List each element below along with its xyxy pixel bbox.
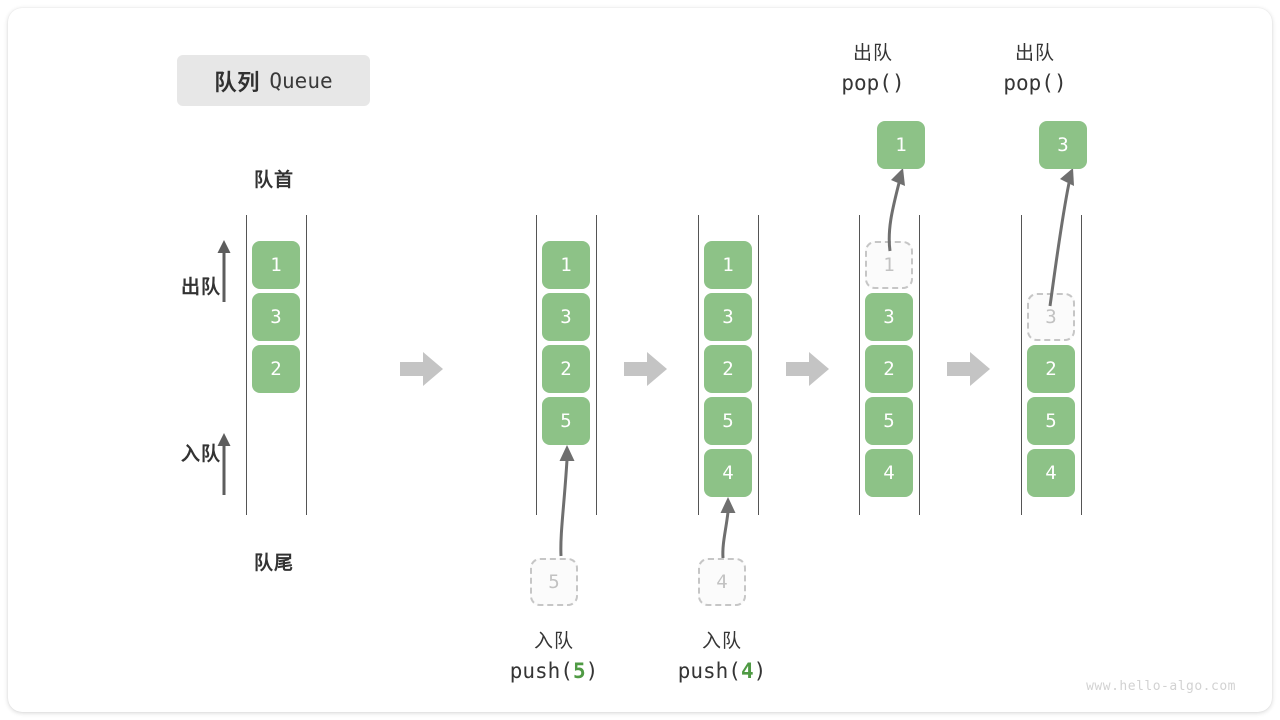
pop-call-suffix: ) <box>891 70 905 95</box>
transition-arrow-icon <box>624 352 667 386</box>
dequeue-direction-label: 出队 <box>180 277 221 298</box>
queue-rail-right <box>919 215 920 515</box>
queue-cell: 3 <box>704 293 752 341</box>
queue-rail-right <box>596 215 597 515</box>
push-caption: 入队 push(5) <box>474 628 634 686</box>
enqueue-direction-arrow-icon <box>217 433 231 495</box>
queue-cell: 3 <box>252 293 300 341</box>
push-arrow-icon <box>559 445 575 557</box>
push-caption: 入队 push(4) <box>642 628 802 686</box>
transition-arrow-icon <box>786 352 829 386</box>
pop-caption-call: pop() <box>793 68 953 98</box>
push-call-value: 5 <box>572 658 586 683</box>
transition-arrow-icon <box>947 352 990 386</box>
diagram-card: 队列 Queue 队首 队尾 出队 入队 1 3 2 1 3 2 5 5 <box>8 8 1272 712</box>
dequeue-direction-arrow-icon <box>217 240 231 302</box>
queue-rail-left <box>698 215 699 515</box>
pop-call-prefix: pop( <box>841 70 892 95</box>
queue-cell: 1 <box>252 241 300 289</box>
pop-result-chip: 3 <box>1039 121 1087 169</box>
queue-cell: 2 <box>865 345 913 393</box>
queue-rail-right <box>1081 215 1082 515</box>
pop-caption: 出队 pop() <box>793 40 953 98</box>
pop-caption-cjk: 出队 <box>852 43 893 64</box>
enqueue-direction-label: 入队 <box>180 444 221 465</box>
queue-cell: 5 <box>542 397 590 445</box>
queue-cell: 4 <box>704 449 752 497</box>
pop-call-prefix: pop( <box>1003 70 1054 95</box>
queue-head-label: 队首 <box>253 170 294 191</box>
queue-cell: 2 <box>704 345 752 393</box>
pop-arrow-icon <box>1048 168 1074 307</box>
queue-cell: 2 <box>1027 345 1075 393</box>
queue-cell: 1 <box>542 241 590 289</box>
push-caption-cjk: 入队 <box>701 631 742 652</box>
diagram-title: 队列 Queue <box>177 55 370 106</box>
pop-result-chip: 1 <box>877 121 925 169</box>
push-call-value: 4 <box>740 658 754 683</box>
push-source-chip: 4 <box>698 558 746 606</box>
push-caption-call: push(4) <box>642 656 802 686</box>
queue-cell: 2 <box>252 345 300 393</box>
queue-tail-label: 队尾 <box>253 553 294 574</box>
queue-cell: 5 <box>865 397 913 445</box>
pop-caption-call: pop() <box>955 68 1115 98</box>
watermark: www.hello-algo.com <box>1086 679 1236 694</box>
pop-caption-cjk: 出队 <box>1014 43 1055 64</box>
diagram-title-latin: Queue <box>269 68 333 93</box>
queue-rail-right <box>758 215 759 515</box>
push-call-suffix: ) <box>753 658 767 683</box>
queue-cell: 5 <box>1027 397 1075 445</box>
queue-rail-left <box>1021 215 1022 515</box>
push-source-chip: 5 <box>530 558 578 606</box>
queue-cell: 1 <box>704 241 752 289</box>
queue-rail-left <box>536 215 537 515</box>
transition-arrow-icon <box>400 352 443 386</box>
push-arrow-icon <box>720 497 736 559</box>
queue-cell: 3 <box>542 293 590 341</box>
push-caption-call: push(5) <box>474 656 634 686</box>
queue-cell: 2 <box>542 345 590 393</box>
queue-cell: 4 <box>1027 449 1075 497</box>
queue-rail-left <box>859 215 860 515</box>
queue-cell: 5 <box>704 397 752 445</box>
queue-rail-left <box>246 215 247 515</box>
queue-cell: 3 <box>865 293 913 341</box>
push-call-prefix: push( <box>677 658 741 683</box>
push-call-suffix: ) <box>585 658 599 683</box>
pop-call-suffix: ) <box>1053 70 1067 95</box>
queue-cell-removed: 3 <box>1027 293 1075 341</box>
pop-caption: 出队 pop() <box>955 40 1115 98</box>
push-call-prefix: push( <box>509 658 573 683</box>
pop-arrow-icon <box>887 168 905 252</box>
diagram-title-cjk: 队列 <box>214 69 261 95</box>
queue-rail-right <box>306 215 307 515</box>
queue-cell: 4 <box>865 449 913 497</box>
push-caption-cjk: 入队 <box>533 631 574 652</box>
